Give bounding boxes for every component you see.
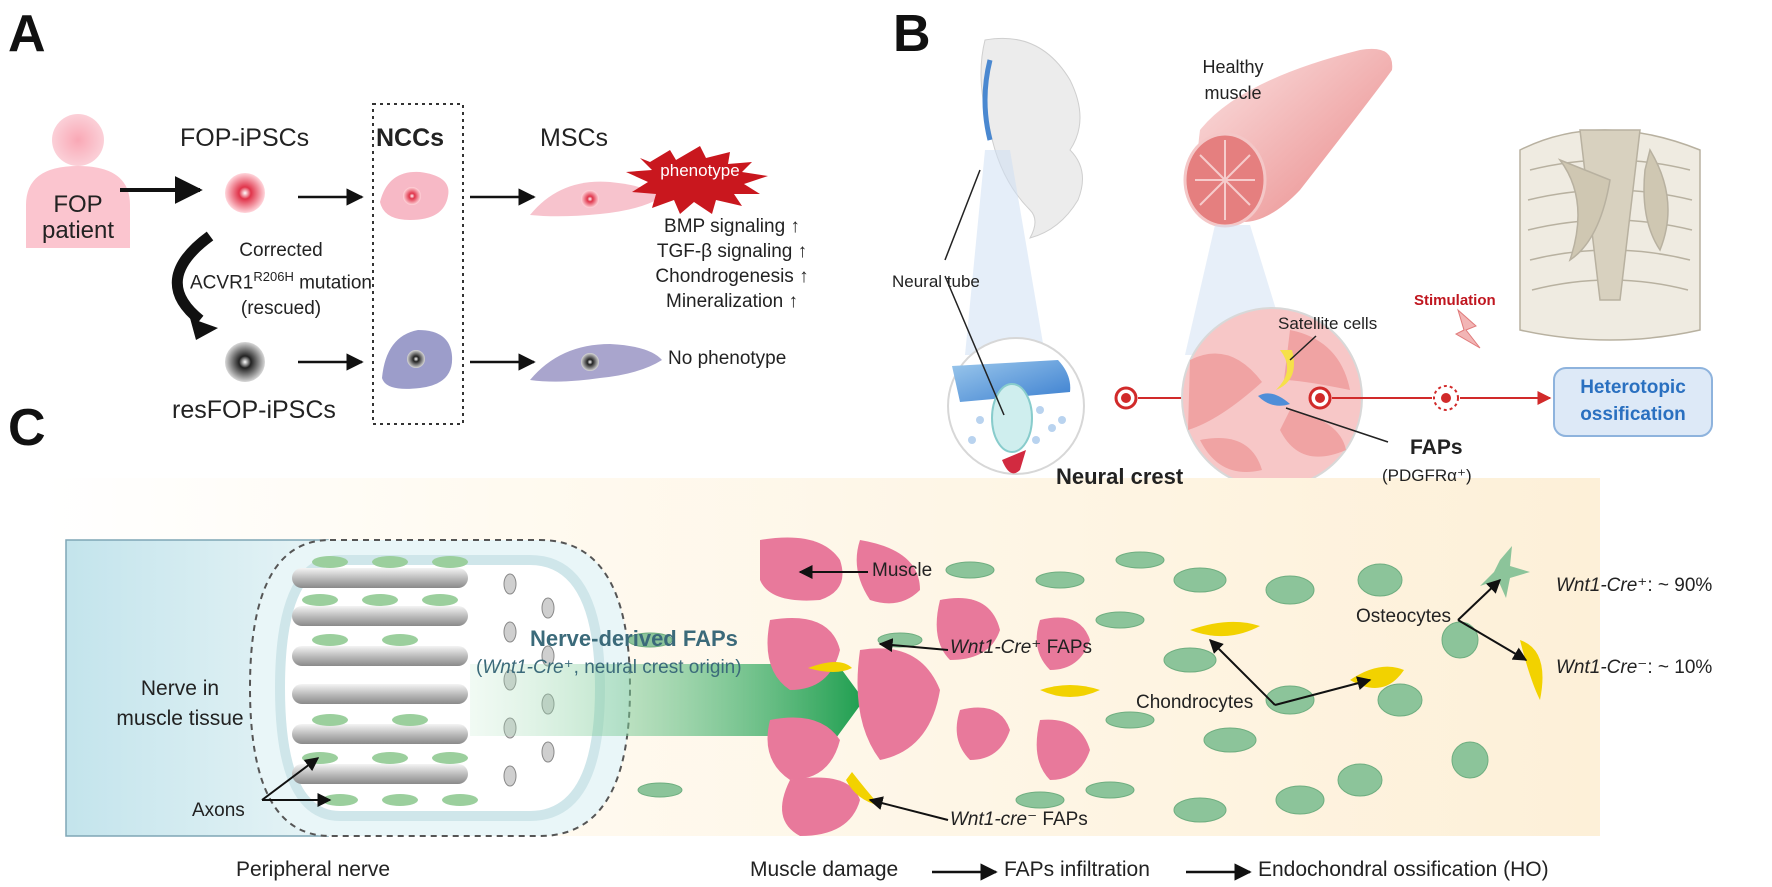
correction-arrow: [171, 231, 214, 325]
flow-faps-infiltration: FAPs infiltration: [1004, 858, 1150, 881]
healthy-text: Healthy: [1202, 57, 1264, 77]
axons-label: Axons: [192, 800, 245, 821]
patient-body: [26, 166, 130, 248]
signal-bmp: BMP signaling ↑: [664, 216, 800, 237]
pdgfra-label: (PDGFRα⁺): [1382, 466, 1472, 485]
signal-chondro: Chondrogenesis ↑: [655, 266, 809, 287]
damaged-muscle: [760, 537, 1090, 836]
heterotopic-text: Heterotopic: [1580, 377, 1686, 398]
wnt-neg-faps-label: Wnt1-cre⁻ FAPs: [950, 808, 1088, 831]
osteocytes-label: Osteocytes: [1356, 606, 1452, 627]
nccs-box: [372, 103, 464, 425]
patient-head: [52, 114, 104, 166]
wnt-neg-faps-rest: FAPs: [1037, 809, 1088, 830]
res-ipscs-label: resFOP-iPSCs: [172, 396, 336, 424]
panel-letter-c: C: [8, 399, 46, 457]
nerve-faps-paren: (: [476, 657, 483, 678]
phenotype-burst: [626, 146, 768, 214]
acvr1-line: ACVR1R206H mutation: [186, 264, 376, 296]
res-ipsc-cell: [225, 342, 265, 382]
faps-label: FAPs: [1410, 436, 1463, 459]
peripheral-nerve-label: Peripheral nerve: [236, 858, 391, 881]
heterotopic-label: Heterotopic ossification: [1554, 374, 1712, 428]
signals-list: BMP signaling ↑ TGF-β signaling ↑ Chondr…: [642, 214, 822, 314]
muscle-label: Muscle: [872, 560, 933, 581]
wnt-pos-pct-label: Wnt1-Cre⁺: ~ 90%: [1556, 574, 1712, 597]
wnt-neg-faps-it: Wnt1-cre⁻: [950, 809, 1038, 830]
wnt-neg-pct-it: Wnt1-Cre⁻: [1556, 657, 1648, 678]
muscle-tissue-text: muscle tissue: [116, 707, 244, 730]
mutation-text: mutation: [293, 272, 372, 294]
acvr1-text: ACVR1: [190, 272, 254, 294]
nerve-faps-title: Nerve-derived FAPs: [530, 626, 738, 651]
neural-crest-label: Neural crest: [1056, 464, 1184, 489]
no-phenotype-label: No phenotype: [668, 348, 787, 369]
flow-muscle-damage: Muscle damage: [750, 858, 899, 881]
nerve-faps-arrow: [470, 640, 864, 760]
fop-ipscs-label: FOP-iPSCs: [180, 124, 310, 152]
wnt-neg-pct-label: Wnt1-Cre⁻: ~ 10%: [1556, 656, 1712, 679]
panel-c-graphics: [40, 478, 1600, 881]
panel-a-graphics: [26, 103, 768, 425]
ossification-text: ossification: [1580, 404, 1686, 425]
fop-ipsc-cell: [225, 173, 265, 213]
signal-tgf: TGF-β signaling ↑: [656, 241, 808, 262]
heterotopic-box: [1553, 367, 1713, 437]
wnt-neg-pct-rest: : ~ 10%: [1647, 657, 1713, 678]
patient-label: FOP patient: [26, 192, 130, 244]
nerve-faps-subtitle: (Wnt1-Cre⁺, neural crest origin): [476, 656, 742, 679]
mscs-label: MSCs: [540, 124, 609, 152]
correction-label: Corrected ACVR1R206H mutation (rescued): [186, 238, 376, 322]
patient-label-line1: FOP: [53, 191, 103, 218]
stimulation-label: Stimulation: [1414, 292, 1496, 309]
axons-bundle: [292, 556, 555, 806]
patient-label-line2: patient: [41, 217, 115, 244]
wnt-pos-faps-rest: FAPs: [1041, 637, 1093, 658]
osteocyte: [1480, 546, 1530, 598]
nerve-faps-origin: , neural crest origin): [573, 657, 742, 678]
phenotype-label: phenotype: [660, 161, 740, 180]
rescued-text: (rescued): [240, 298, 322, 320]
nerve-in-text: Nerve in: [140, 677, 220, 700]
satellite-cells-label: Satellite cells: [1278, 314, 1378, 333]
wnt-pos-pct-rest: : ~ 90%: [1647, 575, 1713, 596]
muscle-text: muscle: [1204, 83, 1262, 103]
chondrocytes-label: Chondrocytes: [1136, 692, 1254, 713]
panel-letter-a: A: [8, 5, 46, 63]
nccs-label: NCCs: [376, 124, 445, 152]
stimulation-bolt: [1454, 308, 1481, 349]
acvr1-superscript: R206H: [253, 269, 294, 284]
panel-letter-b: B: [893, 5, 931, 63]
nerve-faps-wnt: Wnt1-Cre⁺: [482, 657, 574, 678]
wnt-pos-faps-label: Wnt1-Cre⁺ FAPs: [950, 636, 1092, 659]
nerve-label: Nerve in muscle tissue: [100, 674, 260, 734]
wnt-pos-pct-it: Wnt1-Cre⁺: [1556, 575, 1648, 596]
panel-b-graphics: [944, 37, 1713, 489]
wnt-pos-faps-it: Wnt1-Cre⁺: [950, 637, 1042, 658]
signal-mineral: Mineralization ↑: [666, 291, 798, 312]
flow-endochondral: Endochondral ossification (HO): [1258, 858, 1549, 881]
green-faps: [627, 551, 1489, 823]
skeleton: [1519, 129, 1701, 341]
corrected-text: Corrected: [239, 240, 323, 261]
neural-tube-label: Neural tube: [892, 272, 980, 291]
healthy-muscle-label: Healthy muscle: [1178, 54, 1288, 106]
